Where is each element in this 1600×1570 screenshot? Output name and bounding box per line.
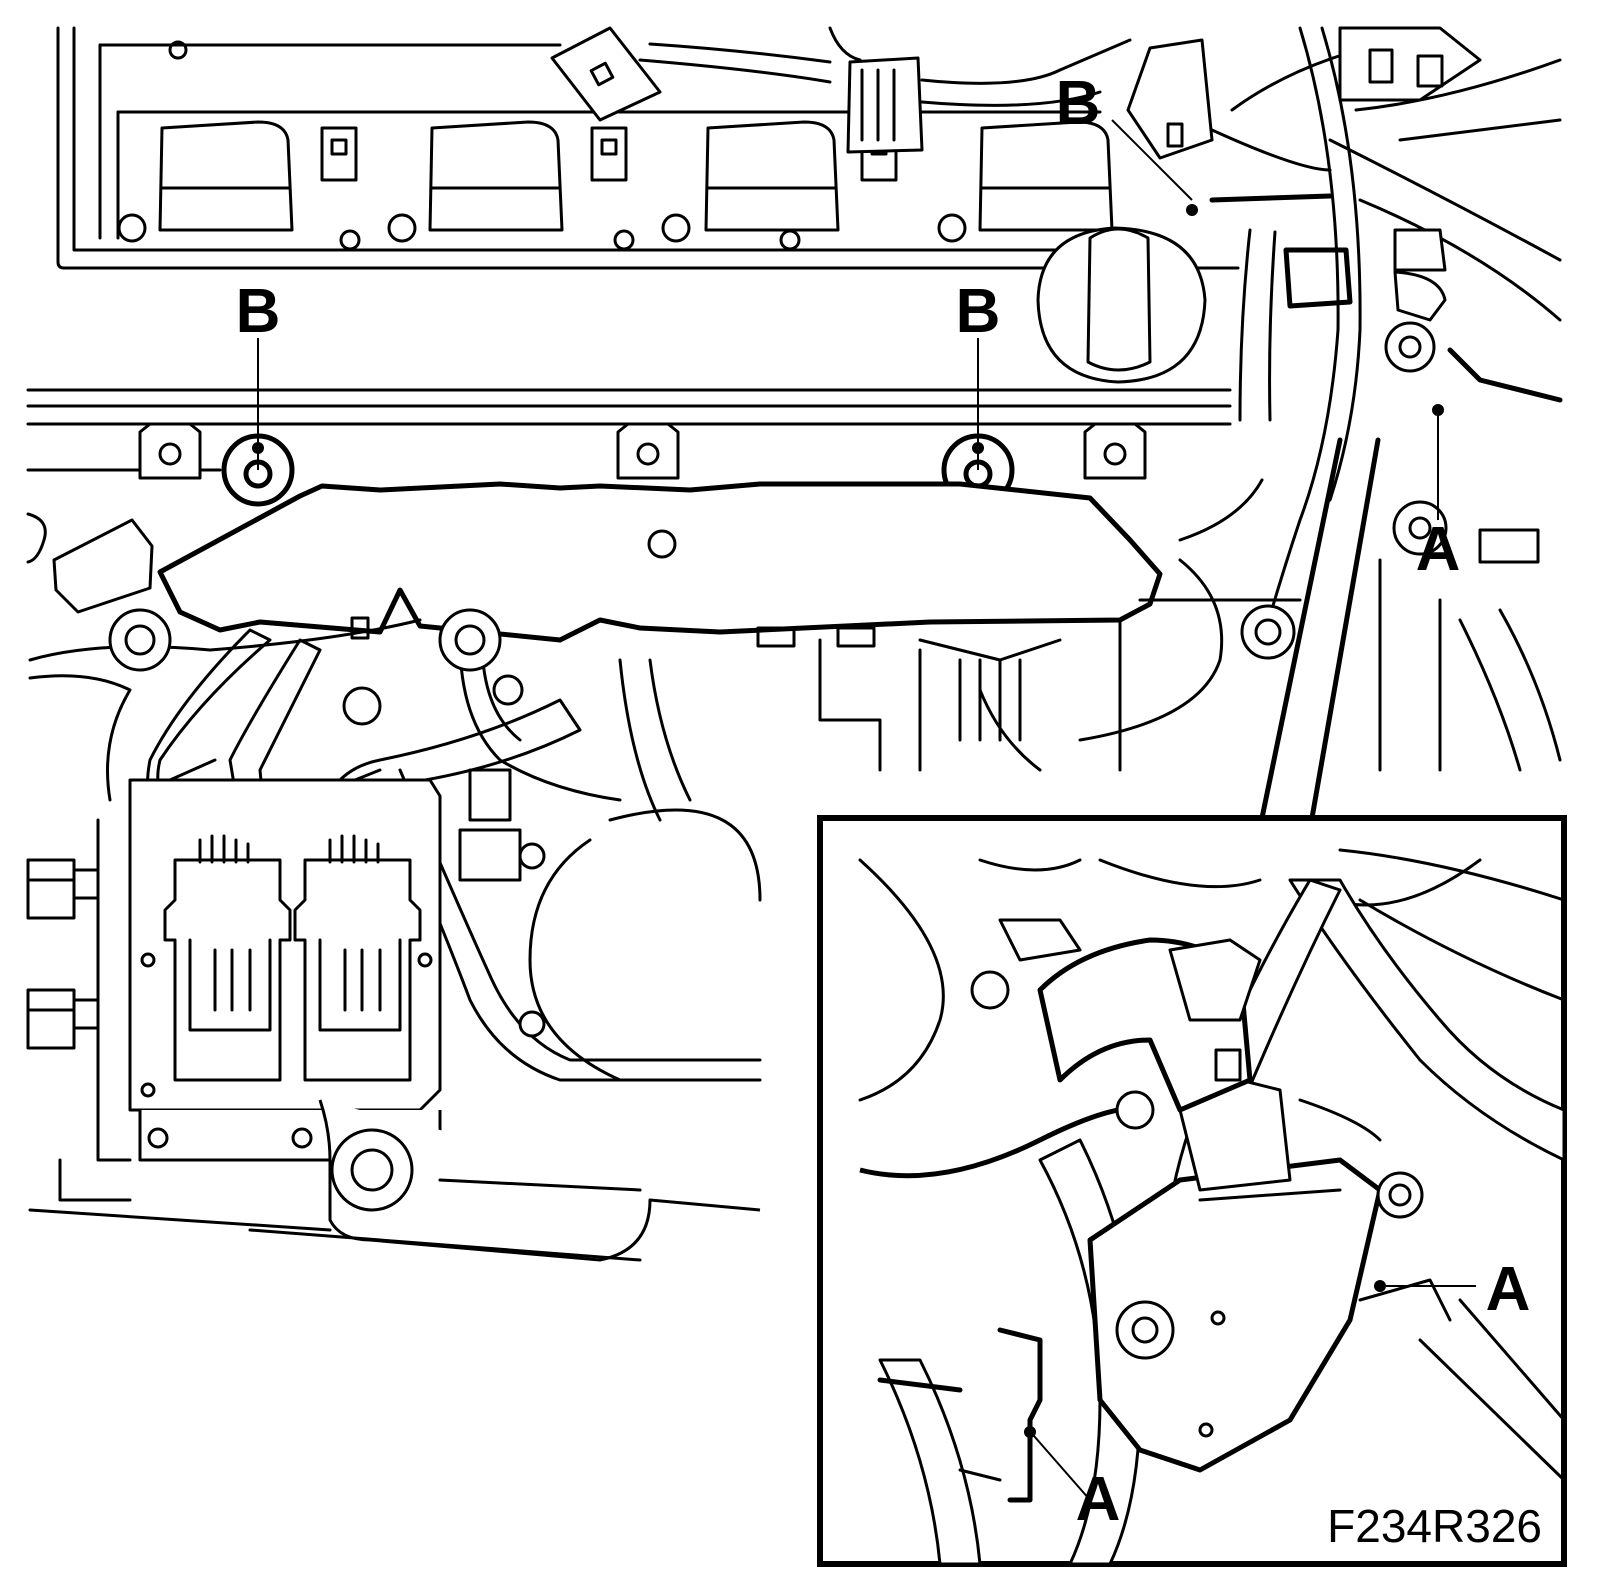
- bracket-plate: [157, 481, 1163, 648]
- ignition-coil-4: [978, 120, 1114, 232]
- coolant-pipe: [28, 608, 762, 1082]
- side-terminals: [26, 818, 132, 1202]
- right-housing: [818, 500, 1562, 772]
- top-right-sensor: [1338, 26, 1563, 403]
- ignition-coil-2: [428, 120, 628, 232]
- rail-clips: [138, 422, 1147, 480]
- figure-reference-code: F234R326: [1327, 1500, 1542, 1552]
- module-connector-right: [293, 834, 422, 1082]
- harness-connectors-top: [550, 26, 1214, 160]
- pulley-housing: [458, 768, 762, 1082]
- inset-actuator: [859, 937, 1566, 1482]
- callout-b-middle: B: [956, 277, 1001, 346]
- mounting-bracket-lower: [28, 1099, 761, 1262]
- inset-bracket: [877, 1327, 1043, 1503]
- oil-filler-cap: [1036, 226, 1207, 384]
- callout-a-inset-bottom: A: [1076, 1465, 1121, 1534]
- callout-a-inset-right: A: [1486, 1255, 1531, 1324]
- right-hoses: [1209, 26, 1562, 652]
- cover-bolts: [117, 213, 967, 251]
- callout-a-right: A: [1416, 515, 1461, 584]
- callout-b-top-right: B: [1056, 69, 1101, 138]
- ignition-coil-1: [158, 120, 358, 232]
- module-connector-left: [163, 834, 292, 1082]
- left-connector: [26, 512, 154, 614]
- leader-lines: [252, 119, 1476, 1501]
- callout-b-left: B: [236, 277, 281, 346]
